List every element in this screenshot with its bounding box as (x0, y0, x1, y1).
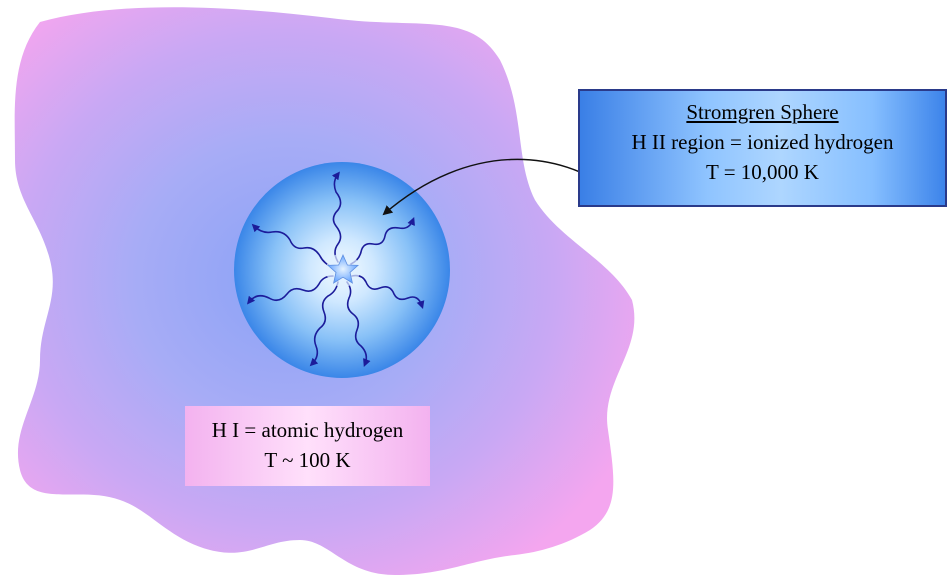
wavy-arrow-icon (351, 274, 425, 310)
wavy-arrow-icon (331, 171, 342, 263)
neutral-region-temperature: T ~ 100 K (264, 448, 351, 472)
wavy-arrow-icon (251, 223, 335, 269)
stromgren-title: Stromgren Sphere (686, 100, 839, 124)
photon-arrows (246, 171, 425, 367)
wavy-arrow-icon (309, 281, 339, 367)
star-icon (326, 253, 360, 287)
wavy-arrow-icon (246, 275, 334, 305)
stromgren-region-text: H II region = ionized hydrogen (631, 130, 894, 154)
neutral-region-label-box: H I = atomic hydrogen T ~ 100 K (185, 406, 430, 486)
wavy-arrow-icon (346, 281, 371, 367)
stromgren-temperature: T = 10,000 K (706, 160, 819, 184)
stromgren-label-box: Stromgren Sphere H II region = ionized h… (578, 89, 947, 207)
wavy-arrow-icon (350, 217, 415, 265)
neutral-region-text: H I = atomic hydrogen (211, 418, 404, 442)
